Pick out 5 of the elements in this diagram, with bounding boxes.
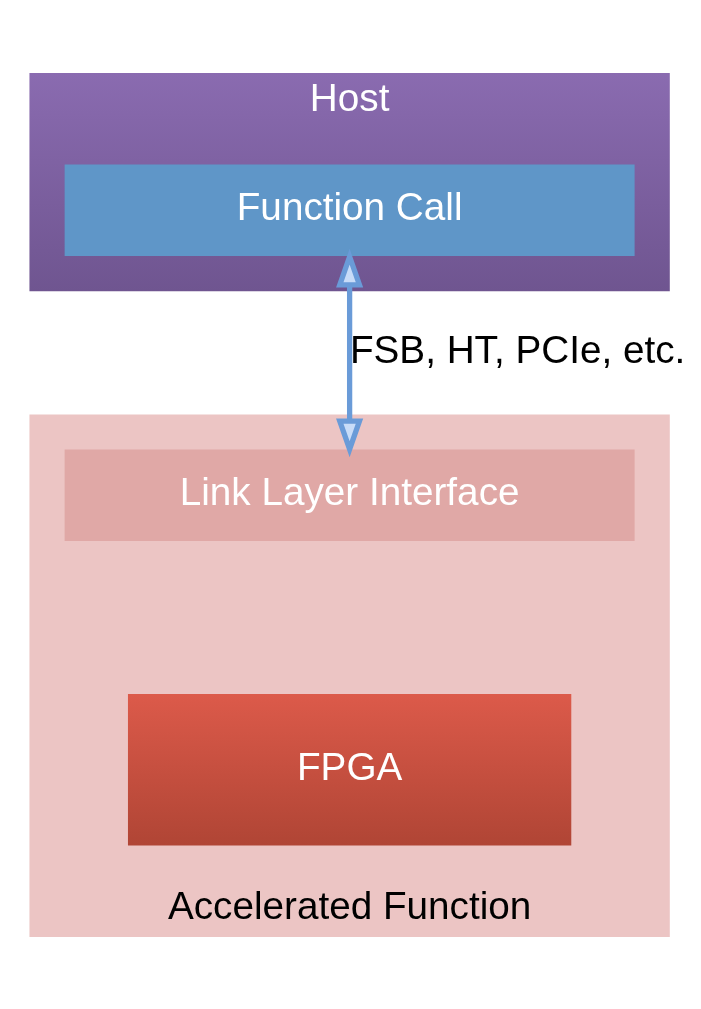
node-box: FPGA [127,693,572,845]
node-box: Function Call [64,164,635,256]
edge-label: FSB, HT, PCIe, etc. [349,327,686,371]
node-box: Link Layer Interface [64,449,635,541]
arrow [336,248,364,457]
